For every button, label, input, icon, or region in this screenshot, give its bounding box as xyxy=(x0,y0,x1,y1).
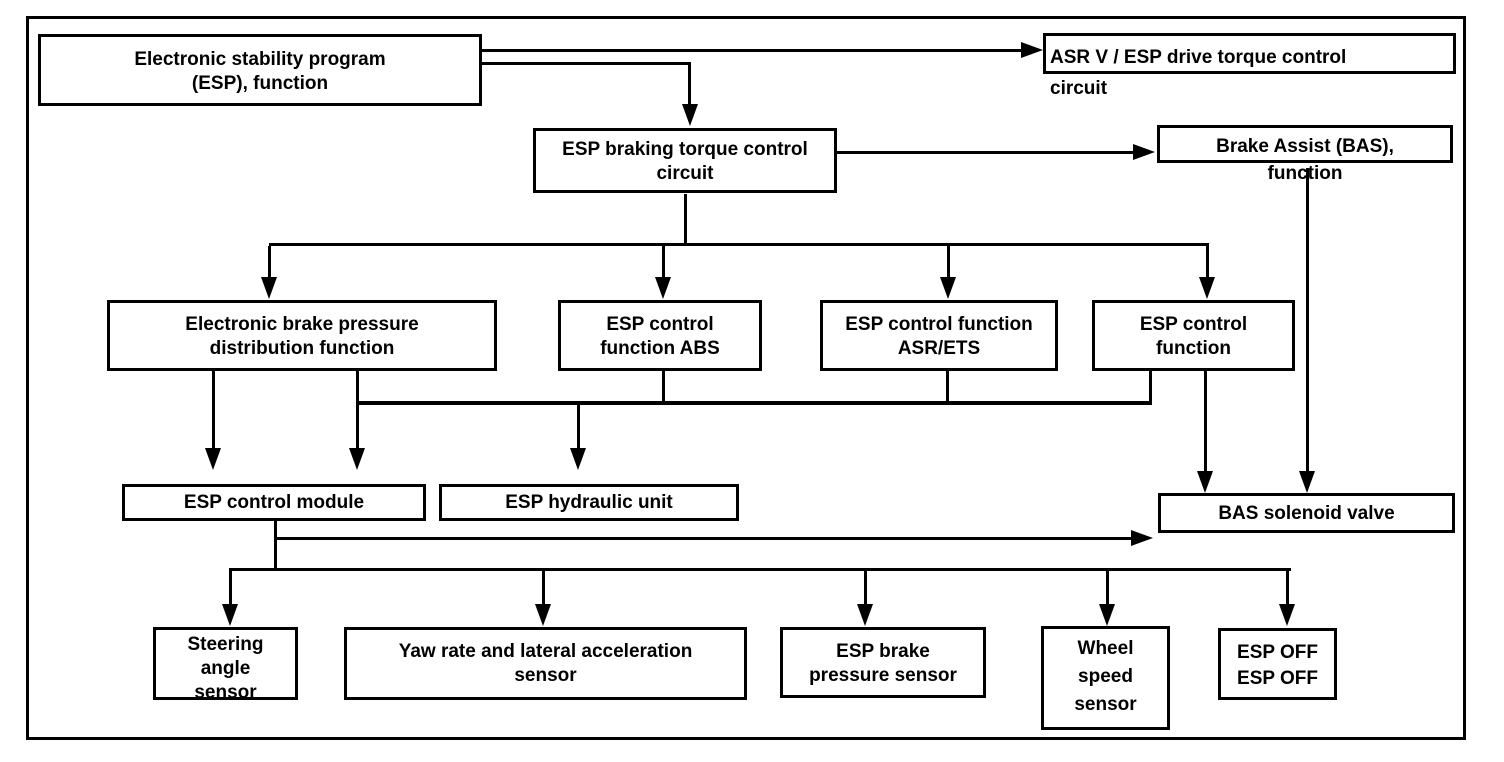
connector-bus3-to-brakepressure xyxy=(864,571,867,604)
arrowhead-to-yaw xyxy=(535,604,551,626)
node-esp-control-function: ESP control function xyxy=(1092,300,1295,371)
node-esp-control-module: ESP control module xyxy=(122,484,426,521)
node-esp-off: ESP OFF ESP OFF xyxy=(1218,628,1337,700)
arrowhead-to-asrets xyxy=(940,277,956,299)
node-asr-drive-torque-line2: circuit xyxy=(1050,78,1108,99)
arrowhead-bus2-to-hydraulic xyxy=(570,448,586,470)
connector-bus2-to-module xyxy=(356,371,359,448)
node-wheel-speed-sensor-line1: Wheel xyxy=(1077,638,1134,659)
node-wheel-speed-sensor-line2: speed xyxy=(1078,666,1133,687)
arrowhead-to-brakepressure xyxy=(857,604,873,626)
arrowhead-to-ebpd xyxy=(261,277,277,299)
arrowhead-to-wheelspeed xyxy=(1099,604,1115,626)
node-esp-function: Electronic stability program (ESP), func… xyxy=(38,34,482,106)
node-esp-control-function-line2: function xyxy=(1156,338,1231,359)
connector-sensor-bus xyxy=(229,568,1291,571)
node-esp-control-function-line1: ESP control xyxy=(1139,314,1248,335)
connector-ebpd-to-module xyxy=(212,371,215,448)
node-esp-control-module-line1: ESP control module xyxy=(183,492,365,513)
node-esp-control-function-abs: ESP control function ABS xyxy=(558,300,762,371)
node-esp-function-line2: (ESP), function xyxy=(191,73,329,94)
node-wheel-speed-sensor-line3: sensor xyxy=(1074,694,1137,715)
connector-asrets-to-bus2 xyxy=(946,371,949,401)
node-esp-braking-torque-line1: ESP braking torque control xyxy=(562,139,808,160)
node-esp-control-function-asr-ets-line1: ESP control function xyxy=(845,314,1033,335)
node-steering-angle-sensor-line3: sensor xyxy=(194,682,257,703)
node-brake-assist: Brake Assist (BAS), function xyxy=(1157,125,1453,184)
arrowhead-to-abs xyxy=(655,277,671,299)
node-esp-off-line1: ESP OFF xyxy=(1237,642,1318,663)
node-yaw-rate-sensor: Yaw rate and lateral acceleration sensor xyxy=(344,627,747,700)
connector-module-to-valve xyxy=(275,537,1131,540)
connector-bus-to-abs xyxy=(662,246,665,277)
arrowhead-ctrlfn-to-valve xyxy=(1197,471,1213,493)
node-esp-function-line1: Electronic stability program xyxy=(134,49,386,70)
node-yaw-rate-sensor-line2: sensor xyxy=(514,665,577,686)
connector-bus3-to-espoff xyxy=(1286,571,1289,604)
node-brake-pressure-distribution-line2: distribution function xyxy=(209,338,395,359)
connector-row4-bus xyxy=(357,401,1152,405)
node-brake-assist-line2: function xyxy=(1267,163,1343,184)
connector-braking-down xyxy=(684,194,687,245)
node-esp-hydraulic-unit: ESP hydraulic unit xyxy=(439,484,739,521)
node-esp-control-function-abs-line2: function ABS xyxy=(600,338,720,359)
arrowhead-module-to-valve xyxy=(1131,530,1153,546)
node-wheel-speed-sensor: Wheel speed sensor xyxy=(1041,626,1170,730)
arrowhead-to-asr xyxy=(1021,42,1043,58)
connector-bus-to-asrets xyxy=(947,246,950,277)
node-esp-off-line2: ESP OFF xyxy=(1237,668,1318,689)
connector-bus-to-ebpd xyxy=(268,246,271,277)
arrowhead-brakeassist-to-valve xyxy=(1299,471,1315,493)
connector-row3-bus xyxy=(269,243,1209,246)
node-steering-angle-sensor-line2: angle xyxy=(200,658,251,679)
node-bas-solenoid-valve-line1: BAS solenoid valve xyxy=(1218,503,1395,524)
connector-bus3-to-yaw xyxy=(542,571,545,604)
node-bas-solenoid-valve: BAS solenoid valve xyxy=(1158,493,1455,533)
connector-espfn-to-braking-v xyxy=(688,62,691,106)
connector-bus2-to-hydraulic xyxy=(577,405,580,448)
connector-bus-to-ctrlfn xyxy=(1206,246,1209,277)
node-asr-drive-torque-line1: ASR V / ESP drive torque control xyxy=(1050,47,1347,68)
node-asr-drive-torque: ASR V / ESP drive torque control circuit xyxy=(1043,33,1456,99)
arrowhead-to-steering xyxy=(222,604,238,626)
node-esp-brake-pressure-sensor-line2: pressure sensor xyxy=(809,665,957,686)
arrowhead-to-espoff xyxy=(1279,604,1295,626)
node-esp-control-function-asr-ets-line2: ASR/ETS xyxy=(897,338,981,359)
arrowhead-bus2-to-module xyxy=(349,448,365,470)
connector-ctrlfn-to-valve xyxy=(1204,371,1207,471)
connector-ctrlfn-to-bus2 xyxy=(1149,371,1152,401)
node-steering-angle-sensor: Steering angle sensor xyxy=(153,627,298,703)
arrowhead-to-braking xyxy=(682,104,698,126)
connector-module-down xyxy=(274,521,277,569)
node-brake-pressure-distribution: Electronic brake pressure distribution f… xyxy=(107,300,497,371)
node-esp-control-function-asr-ets: ESP control function ASR/ETS xyxy=(820,300,1058,371)
arrowhead-ebpd-to-module xyxy=(205,448,221,470)
node-esp-braking-torque-line2: circuit xyxy=(656,163,714,184)
node-esp-brake-pressure-sensor-line1: ESP brake xyxy=(836,641,930,662)
connector-espfn-to-asr xyxy=(482,49,1021,52)
node-steering-angle-sensor-line1: Steering xyxy=(187,634,264,655)
connector-bus3-to-steering xyxy=(229,571,232,604)
node-esp-control-function-abs-line1: ESP control xyxy=(606,314,714,335)
node-brake-assist-line1: Brake Assist (BAS), xyxy=(1216,136,1394,157)
arrowhead-to-ctrlfn xyxy=(1199,277,1215,299)
arrowhead-to-brake-assist xyxy=(1133,144,1155,160)
connector-bus3-to-wheelspeed xyxy=(1106,571,1109,604)
node-brake-pressure-distribution-line1: Electronic brake pressure xyxy=(185,314,419,335)
connector-brakeassist-to-valve xyxy=(1306,168,1309,471)
node-yaw-rate-sensor-line1: Yaw rate and lateral acceleration xyxy=(398,641,693,662)
node-esp-hydraulic-unit-line1: ESP hydraulic unit xyxy=(505,492,673,513)
connector-braking-to-bas xyxy=(837,151,1133,154)
node-esp-brake-pressure-sensor: ESP brake pressure sensor xyxy=(780,627,986,698)
node-esp-braking-torque: ESP braking torque control circuit xyxy=(533,128,837,193)
connector-abs-to-bus2 xyxy=(662,371,665,401)
connector-espfn-to-braking-h xyxy=(482,62,691,65)
